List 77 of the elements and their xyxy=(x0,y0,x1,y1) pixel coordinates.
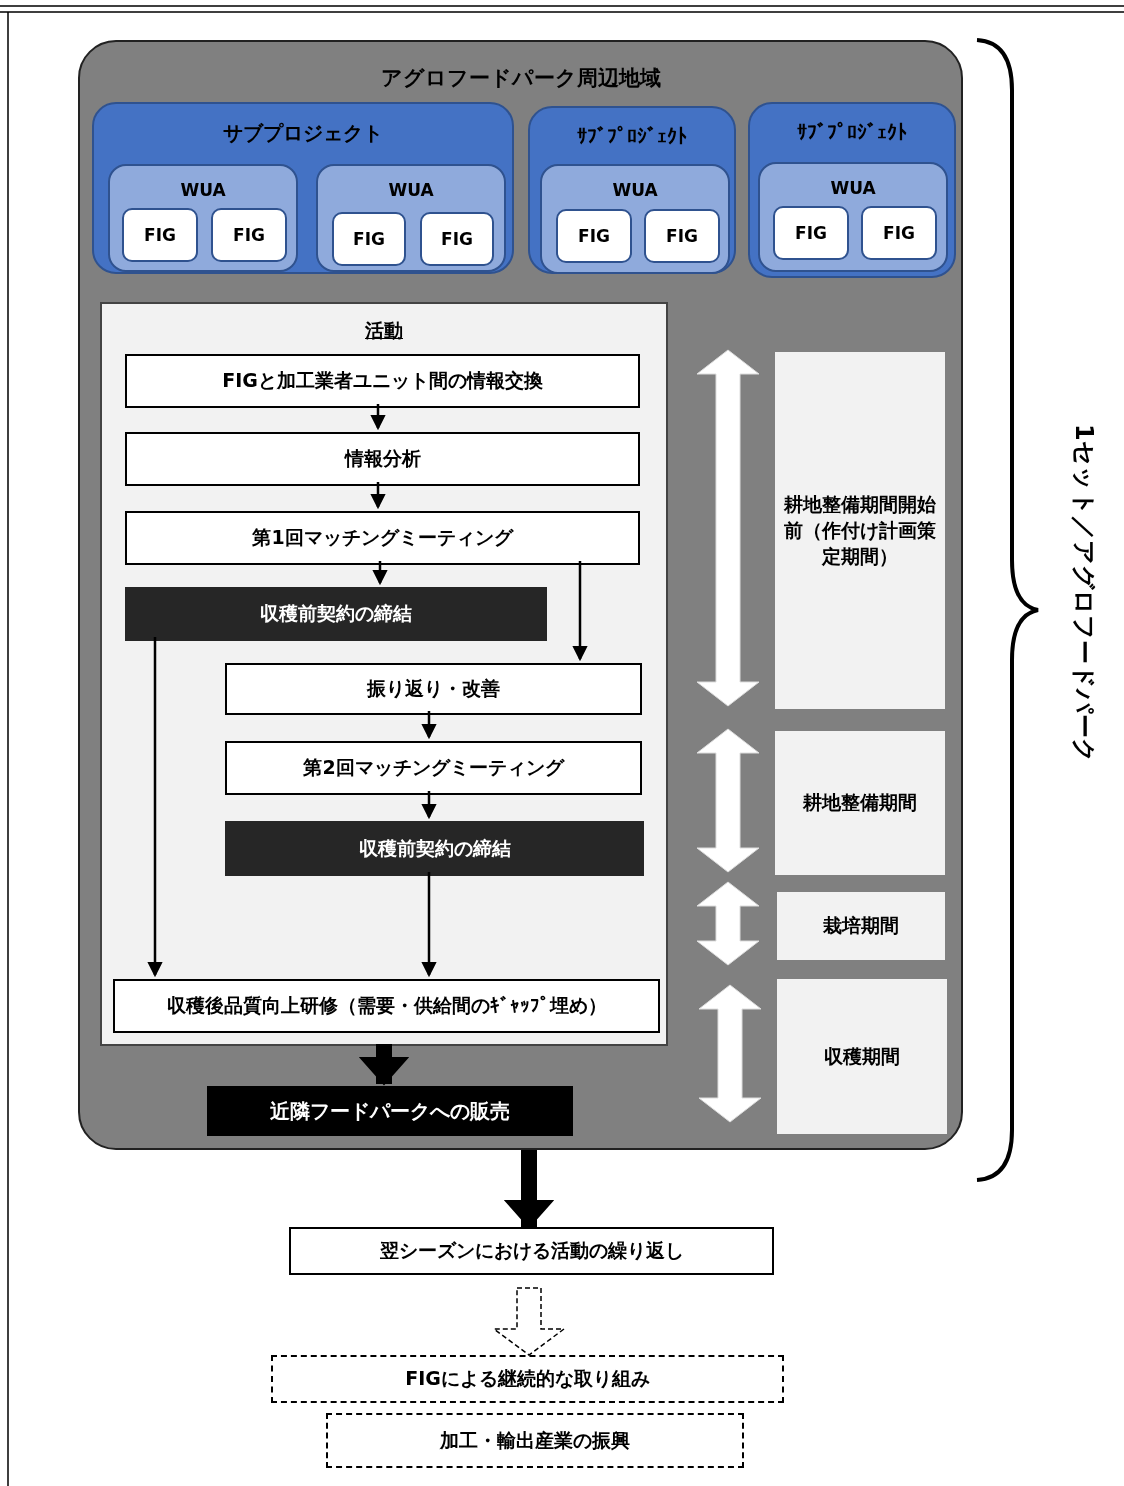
period-box xyxy=(775,731,945,875)
box-label: 翌シーズンにおける活動の繰り返し xyxy=(379,1238,684,1263)
process-box xyxy=(125,511,640,565)
group-title: WUA xyxy=(388,180,434,200)
group-title: 活動 xyxy=(365,319,403,341)
box-label: 振り返り・改善 xyxy=(367,676,500,701)
box-label: 収穫後品質向上研修（需要・供給間のｷﾞｬｯﾌﾟ埋め） xyxy=(166,993,607,1018)
box-label: 第2回マッチングミーティング xyxy=(303,755,564,780)
wua-panel xyxy=(540,164,730,274)
block-arrow xyxy=(505,1150,553,1228)
bracket-label: 1セット／アグロフードパーク xyxy=(1068,423,1099,765)
box-label: FIG xyxy=(144,225,176,245)
arrow xyxy=(422,711,436,738)
process-box xyxy=(207,1086,573,1136)
group-title: WUA xyxy=(180,180,226,200)
region-panel xyxy=(78,40,963,1150)
arrow xyxy=(371,482,385,508)
arrow xyxy=(573,561,587,660)
box-label: 近隣フードパークへの販売 xyxy=(270,1097,510,1125)
period-box xyxy=(777,892,945,960)
wua-panel xyxy=(758,162,948,272)
group-title: WUA xyxy=(830,178,876,198)
box-label: FIG xyxy=(441,229,473,249)
block-arrow xyxy=(360,1044,408,1085)
box-label: 加工・輸出産業の振興 xyxy=(440,1427,630,1453)
box-label: 情報分析 xyxy=(344,446,421,471)
box-label: 収穫前契約の締結 xyxy=(260,601,412,626)
box-label: 耕地整備期間 xyxy=(803,790,917,815)
arrow xyxy=(371,404,385,429)
box-label: 耕地整備期間開始前（作付け計画策定期間） xyxy=(783,491,937,569)
subproject-panel xyxy=(528,106,736,274)
subproject-panel xyxy=(748,102,956,278)
process-box xyxy=(125,587,547,641)
arrow xyxy=(373,561,387,584)
wua-panel xyxy=(108,164,298,272)
box-label: FIG xyxy=(795,223,827,243)
subproject-panel xyxy=(92,102,514,274)
process-box xyxy=(289,1227,774,1275)
box-label: 栽培期間 xyxy=(823,913,899,938)
dashed-box xyxy=(326,1413,744,1468)
box-label: FIG xyxy=(578,226,610,246)
fig-box xyxy=(773,206,849,260)
fig-box xyxy=(644,209,720,263)
fig-box xyxy=(122,208,198,262)
fig-box xyxy=(556,209,632,263)
box-label: FIGによる継続的な取り組み xyxy=(405,1366,650,1391)
process-box xyxy=(225,663,642,715)
box-label: FIG xyxy=(883,223,915,243)
period-box xyxy=(777,979,947,1134)
process-box xyxy=(113,979,660,1033)
arrow xyxy=(422,872,436,976)
fig-box xyxy=(211,208,287,262)
box-label: 第1回マッチングミーティング xyxy=(252,525,513,550)
box-label: FIG xyxy=(233,225,265,245)
process-box xyxy=(125,354,640,408)
process-box xyxy=(225,741,642,795)
period-box xyxy=(775,352,945,709)
box-label: 収穫前契約の締結 xyxy=(358,835,511,861)
box-label: 収穫期間 xyxy=(824,1043,900,1069)
process-box xyxy=(225,821,644,876)
fig-box xyxy=(861,206,937,260)
activity-panel xyxy=(100,302,668,1046)
wua-panel xyxy=(316,164,506,272)
box-label: FIG xyxy=(353,229,385,249)
group-title: サブプロジェクト xyxy=(223,121,383,145)
group-title: ｻﾌﾞﾌﾟﾛｼﾞｪｸﾄ xyxy=(797,120,907,144)
group-title: アグロフードパーク周辺地域 xyxy=(380,66,661,90)
group-title: WUA xyxy=(612,180,658,200)
box-label: FIGと加工業者ユニット間の情報交換 xyxy=(222,368,543,393)
group-title: ｻﾌﾞﾌﾟﾛｼﾞｪｸﾄ xyxy=(577,124,687,148)
dashed-box xyxy=(271,1355,784,1403)
fig-box xyxy=(420,212,494,266)
arrow xyxy=(148,637,162,976)
box-label: FIG xyxy=(666,226,698,246)
fig-box xyxy=(332,212,406,266)
arrow xyxy=(422,791,436,818)
process-box xyxy=(125,432,640,486)
